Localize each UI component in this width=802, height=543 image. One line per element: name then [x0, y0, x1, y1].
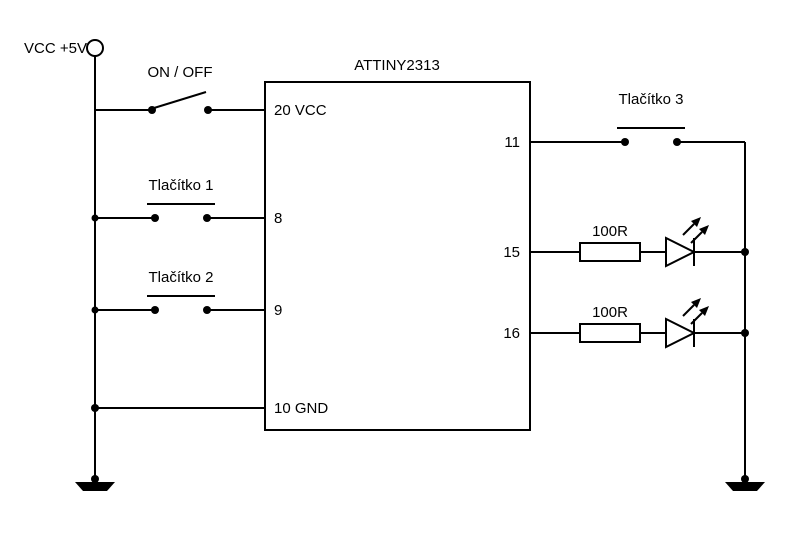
- button-terminal-dot: [621, 138, 629, 146]
- resistor-body-icon: [579, 242, 641, 262]
- button-terminal-dot: [151, 306, 159, 314]
- pin-8-label: 8: [274, 210, 282, 227]
- resistor-2-label: 100R: [592, 304, 628, 321]
- led-emission-arrowhead: [699, 306, 709, 316]
- button-terminal-dot: [673, 138, 681, 146]
- pin-11-label: 11: [504, 134, 520, 151]
- button-terminal-dot: [203, 214, 211, 222]
- pin-15-label: 15: [503, 244, 520, 261]
- led-emission-arrow: [682, 304, 695, 317]
- led-emission-arrowhead: [691, 298, 701, 308]
- led-emission-arrow: [690, 312, 703, 325]
- led-1: [665, 217, 745, 268]
- pin-9-label: 9: [274, 302, 282, 319]
- ground-left-icon: [75, 482, 115, 491]
- led-triangle-icon: [665, 236, 697, 268]
- led-2: [665, 298, 745, 349]
- resistor-body-icon: [579, 323, 641, 343]
- led-emission-arrow: [690, 231, 703, 244]
- button-3: Tlačítko 3: [530, 91, 745, 146]
- pin-10-label: 10 GND: [274, 400, 328, 417]
- ic-label: ATTINY2313: [354, 57, 440, 74]
- switch-terminal-dot: [204, 106, 212, 114]
- vcc-label: VCC +5V: [24, 40, 87, 57]
- button-1-label: Tlačítko 1: [148, 177, 213, 194]
- button-2-label: Tlačítko 2: [148, 269, 213, 286]
- switch-lever-icon: [153, 91, 207, 109]
- pin-16-label: 16: [503, 325, 520, 342]
- pin-20-label: 20 VCC: [274, 102, 327, 119]
- button-3-label: Tlačítko 3: [618, 91, 683, 108]
- ic-body: [264, 81, 531, 431]
- button-terminal-dot: [203, 306, 211, 314]
- button-2: Tlačítko 2: [95, 269, 265, 314]
- ic-attiny2313: ATTINY2313 20 VCC 8 9 10 GND 11 15 16: [264, 57, 531, 431]
- on-off-switch: ON / OFF: [95, 64, 265, 114]
- resistor-1-label: 100R: [592, 223, 628, 240]
- right-rail: [725, 142, 765, 491]
- led-emission-arrowhead: [699, 225, 709, 235]
- junction-dot: [91, 475, 99, 483]
- resistor-2: 100R: [530, 304, 666, 343]
- ground-right-icon: [725, 482, 765, 491]
- resistor-1: 100R: [530, 223, 666, 262]
- led-triangle-icon: [665, 317, 697, 349]
- led-emission-arrowhead: [691, 217, 701, 227]
- switch-label: ON / OFF: [148, 64, 213, 81]
- button-1: Tlačítko 1: [95, 177, 265, 222]
- vcc-terminal-icon: [86, 39, 104, 57]
- led-emission-arrow: [682, 223, 695, 236]
- power-source: VCC +5V: [24, 39, 115, 491]
- junction-dot: [741, 475, 749, 483]
- button-terminal-dot: [151, 214, 159, 222]
